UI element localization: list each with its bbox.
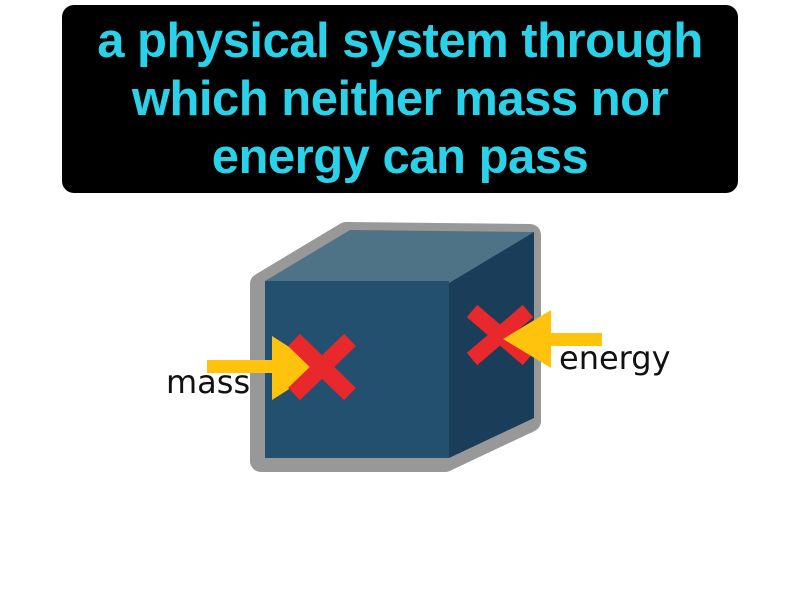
mass-blocked-x-icon bbox=[288, 333, 356, 401]
definition-line-2: which neither mass nor bbox=[131, 72, 669, 126]
mass-arrow-icon bbox=[207, 336, 322, 400]
energy-label: energy bbox=[559, 339, 671, 377]
definition-card: a physical system through which neither … bbox=[62, 5, 738, 193]
cube-top-face bbox=[265, 230, 534, 283]
definition-line-3: energy can pass bbox=[211, 130, 589, 184]
energy-blocked-x-icon bbox=[466, 304, 534, 366]
mass-label: mass bbox=[166, 363, 251, 401]
definition-line-1: a physical system through bbox=[97, 14, 703, 68]
energy-arrow-icon bbox=[503, 310, 602, 368]
